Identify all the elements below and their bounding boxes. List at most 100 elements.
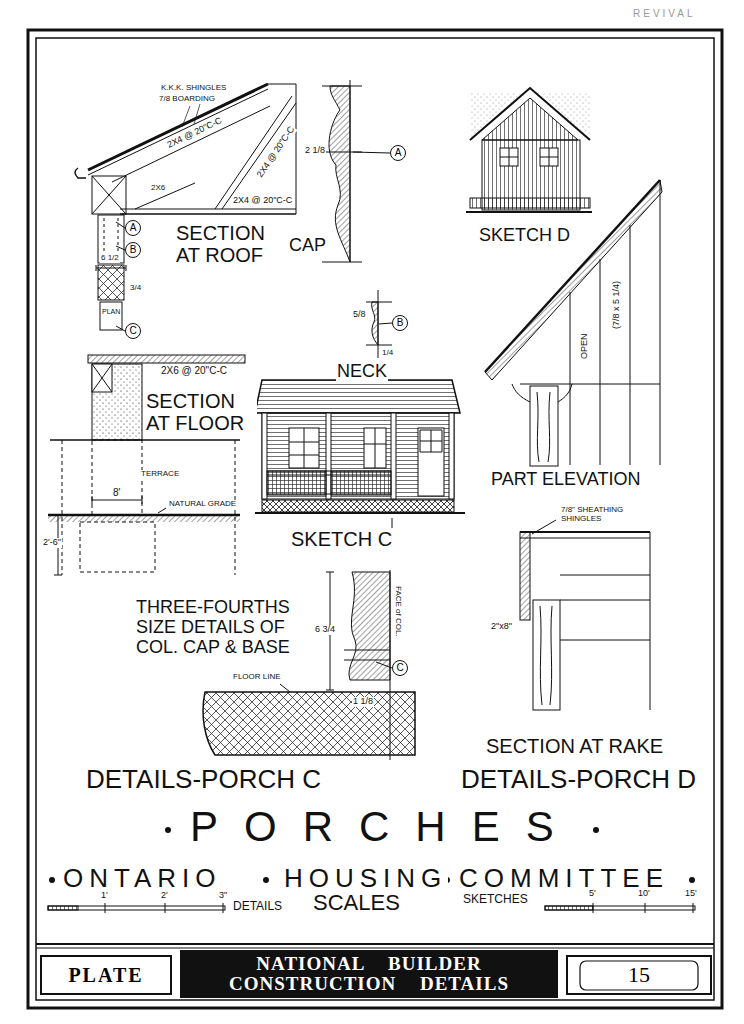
sketch-c <box>289 428 319 468</box>
section-at-floor <box>92 440 142 515</box>
column-cap-base <box>203 692 415 755</box>
drawing-label: 3/4 <box>129 284 142 293</box>
sketch-d <box>482 98 578 140</box>
sketch-c <box>391 413 396 499</box>
callout-letter: A <box>130 223 137 233</box>
section-at-roof <box>120 213 296 215</box>
drawing-label: REVIVAL <box>632 8 697 19</box>
section-at-roof <box>96 265 126 271</box>
section-at-floor <box>48 514 240 517</box>
section-at-roof <box>75 84 296 331</box>
sketch-c <box>255 512 465 514</box>
part-elevation <box>485 180 662 466</box>
section-at-roof <box>100 302 122 330</box>
drawing-label: 7/8 BOARDING <box>158 95 216 104</box>
sketch-d <box>470 88 590 140</box>
plate-frame <box>28 30 722 1008</box>
section-at-rake <box>650 532 651 710</box>
drawing-label: 8' <box>112 487 121 498</box>
drawing-label: 2X6 @ 20"C-C <box>160 365 228 376</box>
section-at-rake <box>540 606 552 705</box>
sketch-c <box>326 413 331 499</box>
column-cap-base <box>280 684 290 692</box>
sketch-c <box>255 380 465 530</box>
plate-text: NATIONAL BUILDER CONSTRUCTION DETAILS <box>214 954 524 994</box>
drawing-label: ONTARIO <box>62 864 223 893</box>
sketch-c <box>262 413 454 499</box>
part-elevation <box>570 225 630 465</box>
sketch-d <box>500 148 518 166</box>
section-at-rake <box>533 600 560 710</box>
decor-dots <box>593 827 599 833</box>
plate-text: PLATE <box>68 964 143 986</box>
section-at-floor <box>92 364 142 440</box>
drawing-label: DETAILS <box>232 900 283 913</box>
plate-frame <box>36 943 714 945</box>
part-elevation <box>512 384 572 402</box>
drawing-label: 6 3/4 <box>314 625 336 635</box>
neck-profile <box>366 290 392 358</box>
section-at-rake <box>520 520 650 710</box>
scale-bar <box>48 906 78 910</box>
section-at-roof <box>88 89 268 175</box>
scale-bar <box>545 906 593 910</box>
drawing-label: 7/8" SHEATHING SHINGLES <box>560 506 636 524</box>
column-cap-base <box>349 572 390 680</box>
section-at-floor <box>48 355 245 575</box>
drawing-label: OPEN <box>580 332 590 360</box>
drawing-label: 2X4 @ 20"C-C <box>255 124 298 180</box>
part-elevation <box>520 384 660 385</box>
section-at-roof <box>98 265 124 300</box>
sketch-c <box>262 413 267 499</box>
section-at-floor <box>50 439 240 441</box>
sketch-d <box>470 198 590 208</box>
drawing-label: PART ELEVATION <box>490 470 641 490</box>
drawing-label: 5/8 <box>352 310 367 320</box>
plate-frame <box>580 961 698 990</box>
drawing-label: DETAILS-PORCH C <box>85 765 322 794</box>
drawing-label: SKETCH D <box>478 226 571 246</box>
drawing-label: SKETCH C <box>290 528 393 550</box>
section-at-floor <box>92 364 112 392</box>
cap-profile <box>329 86 350 262</box>
drawing-label: SKETCHES <box>462 893 529 906</box>
decor-dots <box>165 827 171 833</box>
callout-letter: B <box>130 245 137 255</box>
plate-box: 15 <box>566 955 712 995</box>
callout-circle: B <box>125 242 141 258</box>
plate-title: PORCHES <box>190 803 580 851</box>
cap-profile <box>353 152 390 153</box>
plate-frame <box>36 948 714 949</box>
sketch-c <box>449 413 454 499</box>
drawing-label: 2X6 <box>150 184 166 193</box>
section-at-floor <box>158 508 166 513</box>
scale-bar <box>545 906 695 910</box>
drawing-label: 5' <box>588 889 597 899</box>
cap-profile <box>322 80 390 262</box>
section-at-roof <box>222 103 296 209</box>
drawing-label: DETAILS-PORCH D <box>460 765 697 794</box>
sketch-d <box>500 148 518 166</box>
drawing-label: SECTION AT FLOOR <box>145 390 257 434</box>
part-elevation <box>530 386 558 466</box>
sketch-d <box>466 88 592 212</box>
section-at-roof <box>182 104 200 127</box>
callout-circle: A <box>390 145 406 161</box>
section-at-roof <box>268 84 296 85</box>
drawing-label: 2X4 @ 20"C-C <box>232 196 293 206</box>
drawing-label: 2'-6" <box>42 538 62 548</box>
drawing-label: 2X4 @ 20"C-C <box>165 116 225 151</box>
sketch-c <box>418 428 444 496</box>
drawing-label: 1' <box>100 891 109 901</box>
part-elevation <box>485 180 662 380</box>
drawing-label: (7/8 x 5 1/4) <box>612 280 622 330</box>
drawing-label: NECK <box>336 362 388 382</box>
section-at-floor <box>92 364 112 392</box>
section-at-floor <box>48 516 240 522</box>
callout-circle: B <box>392 315 408 331</box>
drawing-label: TERRACE <box>140 470 180 479</box>
callout-letter: A <box>395 148 402 158</box>
section-at-roof <box>135 183 195 209</box>
drawing-label: 15' <box>684 889 698 899</box>
section-at-rake <box>532 520 556 534</box>
